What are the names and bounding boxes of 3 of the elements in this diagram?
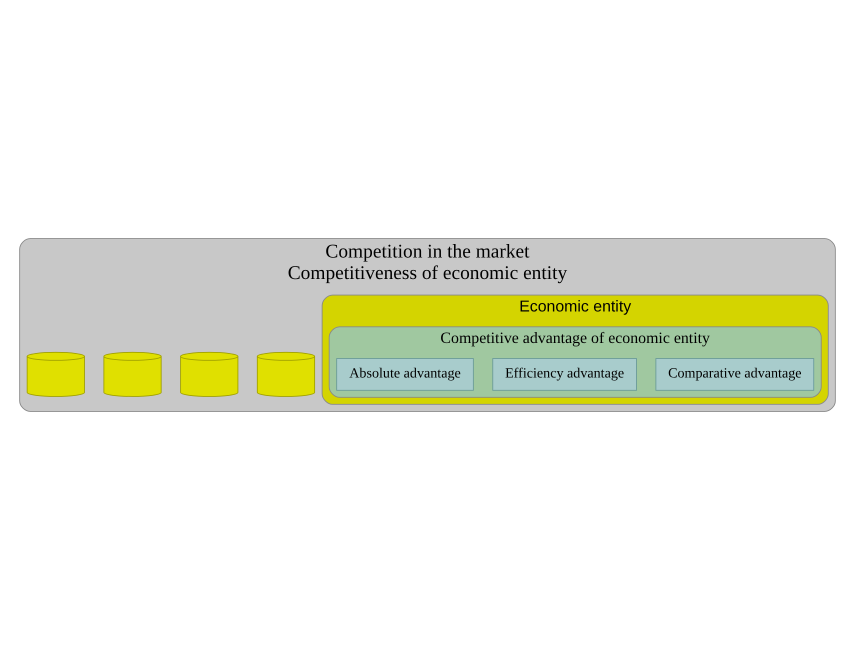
node-box: Efficiency advantage (492, 358, 637, 390)
node-box: Comparative advantage (655, 358, 814, 390)
node-box: Absolute advantage (336, 358, 474, 390)
